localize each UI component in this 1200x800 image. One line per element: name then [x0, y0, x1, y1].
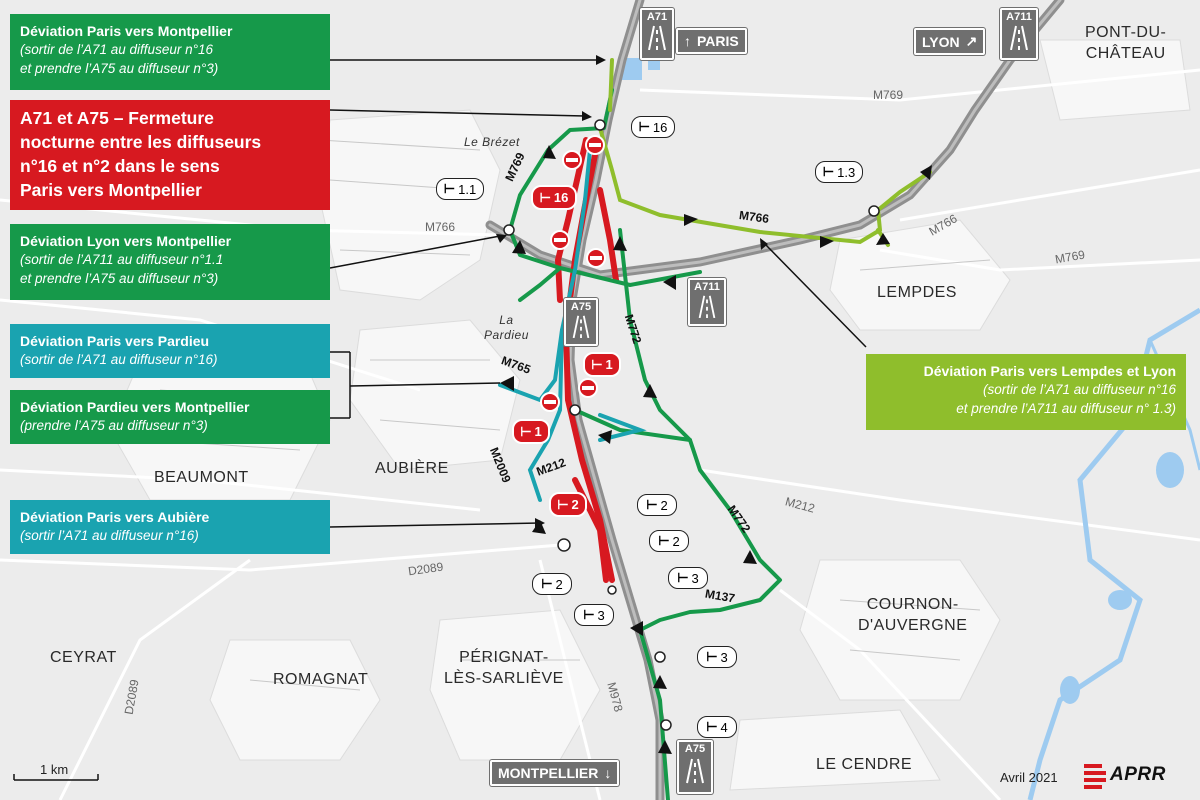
- no-entry-icon: [585, 135, 605, 155]
- motorway-icon: [698, 295, 716, 319]
- closed-exit-badge-16: ⊢16: [531, 185, 577, 210]
- callout-paris-montpellier: Déviation Paris vers Montpellier (sortir…: [10, 14, 330, 90]
- direction-sign-montpellier: MONTPELLIER ↓: [490, 760, 620, 786]
- callout-closure: A71 et A75 – Fermeture nocturne entre le…: [10, 100, 330, 210]
- place-la-pardieu: La Pardieu: [484, 313, 529, 342]
- place-ceyrat: CEYRAT: [50, 649, 117, 666]
- place-perignat: PÉRIGNAT- LÈS-SARLIÈVE: [444, 649, 564, 687]
- leader-arrowheads: [496, 55, 768, 528]
- exit-icon: ⊢: [677, 570, 689, 585]
- exit-icon: ⊢: [706, 719, 718, 734]
- exit-badge-2: ⊢2: [637, 494, 677, 516]
- place-cournon: COURNON- D'AUVERGNE: [858, 596, 968, 634]
- date-label: Avril 2021: [1000, 770, 1058, 785]
- exit-badge-1-1: ⊢1.1: [436, 178, 484, 200]
- place-romagnat: ROMAGNAT: [273, 671, 369, 688]
- place-pont-du-chateau: PONT-DU- CHÂTEAU: [1085, 24, 1167, 62]
- no-entry-icon: [586, 248, 606, 268]
- callout-paris-aubiere: Déviation Paris vers Aubière (sortir l’A…: [10, 500, 330, 554]
- place-le-brezet: Le Brézet: [464, 135, 520, 149]
- exit-badge-2: ⊢2: [649, 530, 689, 552]
- exit-icon: ⊢: [443, 181, 456, 196]
- closed-exit-badge-1: ⊢1: [583, 352, 621, 377]
- exit-badge-4: ⊢4: [697, 716, 737, 738]
- a71-shield: A71: [640, 8, 674, 60]
- a75-shield: A75: [564, 298, 598, 346]
- a711-shield: A711: [688, 278, 726, 326]
- no-entry-icon: [578, 378, 598, 398]
- a711-shield: A711: [1000, 8, 1038, 60]
- aprr-logo-mark: [1084, 764, 1106, 789]
- exit-badge-3: ⊢3: [668, 567, 708, 589]
- exit-icon: ⊢: [646, 497, 658, 512]
- direction-sign-paris: ↑ PARIS: [676, 28, 747, 54]
- exit-icon: ⊢: [638, 119, 650, 134]
- motorway-icon: [1010, 25, 1028, 51]
- a75-shield: A75: [677, 740, 713, 794]
- closed-exit-badge-1: ⊢1: [512, 419, 550, 444]
- exit-icon: ⊢: [822, 164, 835, 179]
- route-arrows: [500, 145, 932, 754]
- aprr-logo: APRR: [1110, 764, 1166, 785]
- road-label-m766: M766: [425, 220, 456, 234]
- no-entry-icons: [540, 135, 606, 412]
- exit-icon: ⊢: [583, 607, 595, 622]
- exit-badge-3: ⊢3: [697, 646, 737, 668]
- exit-icon: ⊢: [557, 496, 569, 512]
- exit-icon: ⊢: [539, 189, 551, 205]
- no-entry-icon: [562, 150, 582, 170]
- motorway-icon: [686, 758, 704, 784]
- no-entry-icon: [540, 392, 560, 412]
- place-lempdes: LEMPDES: [877, 284, 957, 301]
- place-beaumont: BEAUMONT: [154, 469, 249, 486]
- exit-icon: ⊢: [520, 423, 532, 439]
- exit-icon: ⊢: [591, 356, 603, 372]
- closed-exit-badge-2: ⊢2: [549, 492, 587, 517]
- motorway-icon: [572, 315, 590, 339]
- leader-lines: [329, 59, 867, 528]
- motorway-icon: [648, 25, 666, 51]
- exit-badge-16: ⊢16: [631, 116, 675, 138]
- exit-badge-1-3: ⊢1.3: [815, 161, 863, 183]
- exit-icon: ⊢: [541, 576, 553, 591]
- place-aubiere: AUBIÈRE: [375, 460, 449, 477]
- scale-bar: [13, 774, 99, 781]
- exit-badge-2: ⊢2: [532, 573, 572, 595]
- arrow-down-icon: ↓: [604, 765, 612, 781]
- callout-paris-pardieu: Déviation Paris vers Pardieu (sortir de …: [10, 324, 330, 378]
- lakes: [620, 52, 1184, 704]
- callout-pardieu-montpellier: Déviation Pardieu vers Montpellier (pren…: [10, 390, 330, 444]
- exit-badge-3: ⊢3: [574, 604, 614, 626]
- callout-lyon-montpellier: Déviation Lyon vers Montpellier (sortir …: [10, 224, 330, 300]
- arrow-up-right-icon: ↗: [965, 33, 978, 49]
- place-le-cendre: LE CENDRE: [816, 756, 913, 773]
- road-label-m769: M769: [873, 88, 904, 102]
- junction-markers: [503, 119, 880, 731]
- exit-icon: ⊢: [658, 533, 670, 548]
- no-entry-icon: [550, 230, 570, 250]
- arrow-up-icon: ↑: [684, 33, 691, 49]
- exit-icon: ⊢: [706, 649, 718, 664]
- callout-paris-lempdes-lyon: Déviation Paris vers Lempdes et Lyon (so…: [866, 354, 1186, 430]
- direction-sign-lyon: LYON ↗: [914, 28, 986, 55]
- minor-roads: [0, 68, 1200, 800]
- scale-label: 1 km: [40, 762, 69, 777]
